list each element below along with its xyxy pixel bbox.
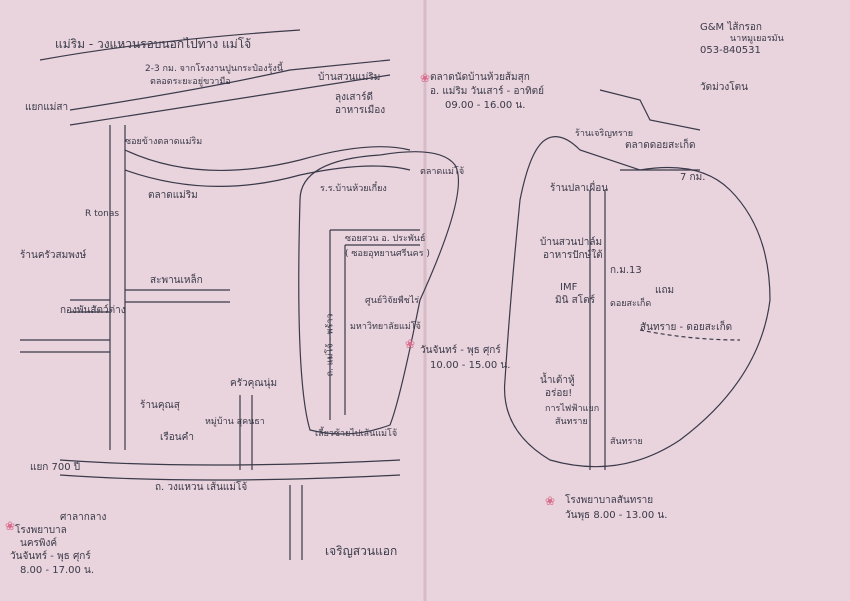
label-gm-phone: 053-840531 — [700, 45, 761, 56]
map-pin-icon: ❀ — [405, 337, 416, 351]
label-kan-faifa: การไฟฟ้าแยก — [545, 404, 600, 414]
label-ban-ruen: บ้านสวนปาล์ม — [540, 237, 603, 248]
label-road-maejo-phrao: ถ. แม่โจ้ - พร้าว — [325, 313, 336, 377]
label-road-top: แม่ริม - วงแหวนรอบนอกไปทาง แม่โจ้ — [55, 37, 252, 51]
label-doisaket-road: ดอยสะเก็ด — [610, 299, 652, 309]
label-hospital-nakorn-1: โรงพยาบาล — [15, 525, 67, 536]
label-rtn: R tonas — [85, 209, 120, 219]
road-santhrai — [639, 329, 741, 341]
label-gm-title: G&M ไส้กรอก — [700, 22, 762, 33]
label-ahan-muang: อาหารเมือง — [335, 105, 386, 116]
label-market-title: ตลาดนัดบ้านห้วยส้มสุก — [430, 72, 530, 83]
map-pin-icon: ❀ — [420, 71, 431, 85]
label-huan-kham: หมู่บ้าน สุคนธา — [205, 417, 265, 427]
loop-right — [503, 136, 771, 468]
label-nam-tok: น้ำเต้าหู้ — [540, 375, 575, 386]
label-wat: วัดม่วงโตน — [700, 82, 748, 93]
road-left-h2 — [20, 339, 110, 353]
label-santhrai-doisaket: สันทราย - ดอยสะเก็ด — [640, 322, 733, 333]
label-talad-maejo: ตลาดแม่โจ้ — [420, 167, 465, 177]
label-kong-phan: กองพันสัตว์ต่าง — [60, 305, 126, 316]
label-saphan: สะพานเหล็ก — [150, 275, 203, 286]
label-market-time: 09.00 - 16.00 น. — [445, 100, 526, 111]
road-maejo-phrao — [329, 230, 346, 420]
road-right-v — [589, 190, 606, 470]
label-charoen: เจริญสวนแอก — [325, 544, 398, 558]
label-rr-ban: ร.ร.บ้านห้วยเกี๋ยง — [320, 184, 387, 194]
label-ban-suan: บ้านสวนแม่ริม — [318, 72, 381, 83]
label-hospital-st-2: วันพุธ 8.00 - 13.00 น. — [565, 510, 668, 521]
label-ahan-pak: อาหารปักษ์ใต้ — [543, 250, 603, 261]
road-krua — [239, 395, 253, 470]
label-mini-mart: มินิ สโตร์ — [555, 295, 595, 306]
road-top-arrow — [39, 29, 301, 61]
label-talad-maerim: ตลาดแม่ริม — [148, 190, 198, 201]
label-talad-doisaket: ตลาดดอยสะเก็ด — [625, 140, 696, 151]
label-km7: 7 กม. — [680, 172, 706, 183]
label-santhrai-3: สันทราย — [610, 437, 643, 447]
label-krua-khun: ครัวคุณนุ่ม — [230, 378, 278, 389]
label-sala: ศาลากลาง — [60, 512, 107, 523]
label-yaek-700: แยก 700 ปี — [30, 462, 81, 473]
road-ring — [59, 459, 401, 481]
road-upper-2 — [69, 74, 391, 126]
label-km-note-1: 2-3 กม. จากโรงงานปูนกระป๋องรุ้งนี้ — [145, 64, 283, 74]
road-right-top — [599, 89, 701, 131]
label-santhrai-2: สันทราย — [555, 417, 588, 427]
label-hospital-nakorn-time: 8.00 - 17.00 น. — [20, 565, 95, 576]
label-soi-rim: ซอยข้างตลาดแม่ริม — [125, 137, 203, 147]
road-mid-1 — [124, 146, 411, 172]
road-saphan — [125, 289, 230, 303]
label-market-place: อ. แม่ริม วันเสาร์ - อาทิตย์ — [430, 86, 545, 97]
label-mahawittayalai: มหาวิทยาลัยแม่โจ้ — [350, 322, 421, 332]
map-pin-icon: ❀ — [545, 494, 556, 508]
label-vertical-road: เลี้ยวซ้ายไปเส้นแม่โจ้ — [315, 429, 398, 439]
label-road-ring: ถ. วงแหวน เส้นแม่โจ้ — [155, 482, 248, 493]
label-yaek-maesa: แยกแม่สา — [25, 102, 69, 113]
road-down — [289, 485, 303, 560]
label-lung-sao: ลุงเสาร์ดี — [335, 92, 374, 103]
loop-area — [298, 151, 460, 435]
label-ran-plaloen: ร้านปลาเผื่อน — [550, 183, 609, 194]
label-ruen-kham: เรือนคำ — [160, 432, 194, 443]
label-clinic-mon: วันจันทร์ - พุธ ศุกร์ — [420, 345, 501, 356]
road-soi-suan — [330, 229, 420, 246]
label-soi-suan: ซอยสวน อ. ประพันธ์ — [345, 234, 426, 244]
label-restaurant-left: ร้านครัวสมพงษ์ — [20, 250, 87, 261]
label-ran-khun: ร้านคุณสุ — [140, 400, 180, 411]
label-km13: ก.ม.13 — [610, 265, 642, 276]
road-upper — [69, 59, 391, 111]
label-hospital-nakorn-3: วันจันทร์ - พุธ ศุกร์ — [10, 551, 91, 562]
label-clinic-mon-time: 10.00 - 15.00 น. — [430, 360, 511, 371]
label-soi-suan-2: ( ซอยอุทยานศรีนคร ) — [345, 249, 430, 259]
label-gm-sub: นาหมูเยอรมัน — [730, 34, 784, 44]
label-km-note-2: ตลอดระยะอยู่ขวามือ — [150, 77, 231, 87]
label-hospital-nakorn-2: นครพิงค์ — [20, 538, 58, 549]
label-gaem: แถม — [655, 285, 675, 296]
label-imf: IMF — [560, 282, 578, 293]
road-left-h — [70, 299, 110, 313]
road-left-v3 — [109, 330, 126, 450]
map-pin-icon: ❀ — [5, 519, 16, 533]
label-hospital-st-1: โรงพยาบาลสันทราย — [565, 495, 654, 506]
road-mid-2 — [124, 165, 411, 187]
label-soon-wijai: ศูนย์วิจัยพืชไร่ — [365, 296, 420, 306]
label-mae-na: ร้านเจริญทราย — [575, 129, 633, 139]
label-aroi: อร่อย! — [545, 388, 573, 399]
